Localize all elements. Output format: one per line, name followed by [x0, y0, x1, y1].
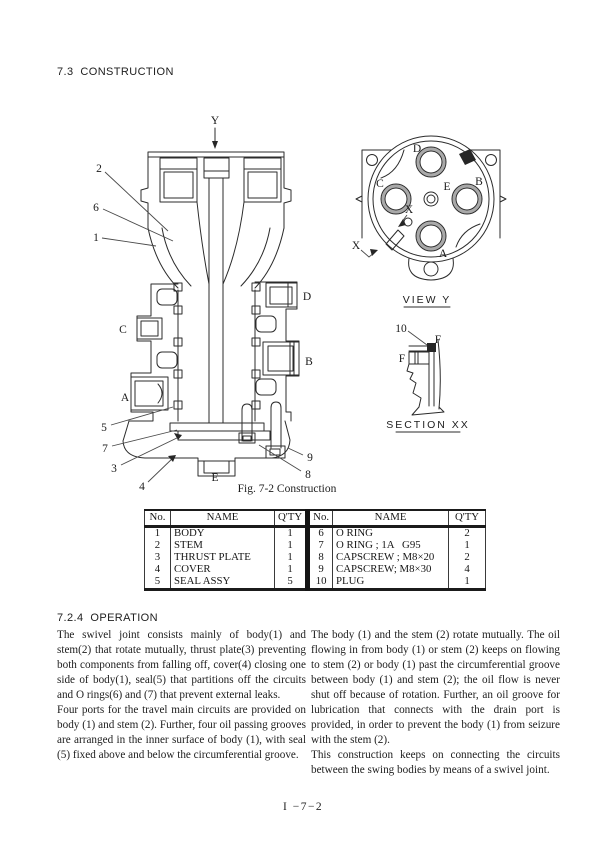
view-y-port-b: B: [475, 176, 483, 188]
part-qty: 2: [448, 526, 487, 540]
part-no: 4: [144, 564, 171, 576]
part-qty: 5: [273, 576, 309, 590]
part-qty: 2: [448, 552, 487, 564]
callout-leader-lines: [101, 171, 304, 483]
callout-7: 7: [102, 443, 108, 455]
parts-table-row: 3 THRUST PLATE 1 8 CAPSCREW ; M8×20 2: [144, 552, 487, 564]
view-y-port-e: E: [443, 181, 450, 193]
part-no: 7: [305, 540, 334, 552]
port-label-d: D: [303, 291, 311, 303]
section-line-x-outer: X: [352, 240, 361, 252]
leader-arrowhead-icon: [168, 455, 176, 462]
part-name: O RING: [332, 526, 450, 540]
section-xx-title: SECTION XX: [386, 419, 470, 431]
port-label-c: C: [119, 324, 127, 336]
view-y-arrowhead-icon: [212, 141, 218, 149]
section-xx-diagram: [406, 330, 445, 416]
operation-paragraph: Four ports for the travel main circuits …: [57, 704, 306, 761]
part-qty: 4: [448, 564, 487, 576]
part-no: 2: [144, 540, 171, 552]
col-header-name: NAME: [170, 510, 275, 528]
part-no: 1: [144, 526, 171, 540]
operation-section-title: 7.2.4 OPERATION: [57, 612, 158, 624]
col-header-no: No.: [144, 510, 171, 528]
leader-arrowhead-icon: [174, 433, 182, 440]
view-y-port-d: D: [413, 143, 421, 155]
view-y-port-c: C: [376, 178, 384, 190]
part-qty: 1: [448, 540, 487, 552]
view-y-title: VIEW Y: [403, 294, 452, 306]
part-no: 10: [305, 576, 334, 590]
part-name: O RING ; 1A G95: [332, 540, 450, 552]
port-label-a: A: [121, 392, 130, 404]
part-qty: 1: [273, 540, 309, 552]
part-qty: 1: [273, 564, 309, 576]
part-name: PLUG: [332, 576, 450, 590]
operation-left-column: The swivel joint consists mainly of body…: [57, 628, 306, 763]
part-qty: 1: [448, 576, 487, 590]
part-name: CAPSCREW; M8×30: [332, 564, 450, 576]
figure-caption: Fig. 7-2 Construction: [238, 483, 337, 495]
callout-10: 10: [395, 323, 407, 335]
part-no: 3: [144, 552, 171, 564]
callout-5: 5: [101, 422, 107, 434]
part-qty: 1: [273, 526, 309, 540]
callout-6: 6: [93, 202, 99, 214]
section-title: 7.3 CONSTRUCTION: [57, 66, 174, 78]
part-name: SEAL ASSY: [170, 576, 275, 590]
port-label-e: E: [211, 472, 218, 484]
callout-y: Y: [211, 115, 220, 127]
section-line-x-center: X: [405, 204, 414, 216]
parts-table-header-row: No. NAME Q'TY No. NAME Q'TY: [144, 510, 487, 528]
part-name: CAPSCREW ; M8×20: [332, 552, 450, 564]
operation-paragraph: This construction keeps on connecting th…: [311, 749, 560, 776]
part-no: 6: [305, 526, 334, 540]
col-header-qty: Q'TY: [273, 510, 309, 528]
parts-table-row: 2 STEM 1 7 O RING ; 1A G95 1: [144, 540, 487, 552]
parts-table-row: 4 COVER 1 9 CAPSCREW; M8×30 4: [144, 564, 487, 576]
col-header-qty: Q'TY: [448, 510, 487, 528]
swivel-joint-cross-section: [122, 151, 300, 477]
part-name: THRUST PLATE: [170, 552, 275, 564]
page-number: I −7−2: [283, 801, 324, 813]
callout-8: 8: [305, 469, 311, 481]
part-no: 5: [144, 576, 171, 590]
col-header-name: NAME: [332, 510, 450, 528]
part-no: 9: [305, 564, 334, 576]
part-name: STEM: [170, 540, 275, 552]
col-header-no: No.: [305, 510, 334, 528]
port-label-b: B: [305, 356, 313, 368]
operation-paragraph: The swivel joint consists mainly of body…: [57, 629, 306, 701]
callout-4: 4: [139, 481, 145, 493]
part-qty: 1: [273, 552, 309, 564]
view-y-port-a: A: [439, 248, 448, 260]
construction-figure: Y 2 6 1 C A 5 7 3 4 E 9 8 B D Fig. 7-2 C…: [93, 115, 507, 495]
parts-table-row: 1 BODY 1 6 O RING 2: [144, 526, 487, 540]
parts-table: No. NAME Q'TY No. NAME Q'TY 1 BODY 1 6 O…: [144, 509, 487, 591]
operation-right-column: The body (1) and the stem (2) rotate mut…: [311, 628, 560, 778]
groove-label-f-top: F: [435, 334, 441, 346]
part-name: BODY: [170, 526, 275, 540]
groove-label-f-side: F: [399, 353, 405, 365]
callout-1: 1: [93, 232, 99, 244]
view-y-diagram: [355, 135, 507, 281]
parts-table-row: 5 SEAL ASSY 5 10 PLUG 1: [144, 576, 487, 590]
operation-paragraph: The body (1) and the stem (2) rotate mut…: [311, 629, 560, 746]
part-no: 8: [305, 552, 334, 564]
callout-3: 3: [111, 463, 117, 475]
part-name: COVER: [170, 564, 275, 576]
callout-9: 9: [307, 452, 313, 464]
callout-2: 2: [96, 163, 102, 175]
